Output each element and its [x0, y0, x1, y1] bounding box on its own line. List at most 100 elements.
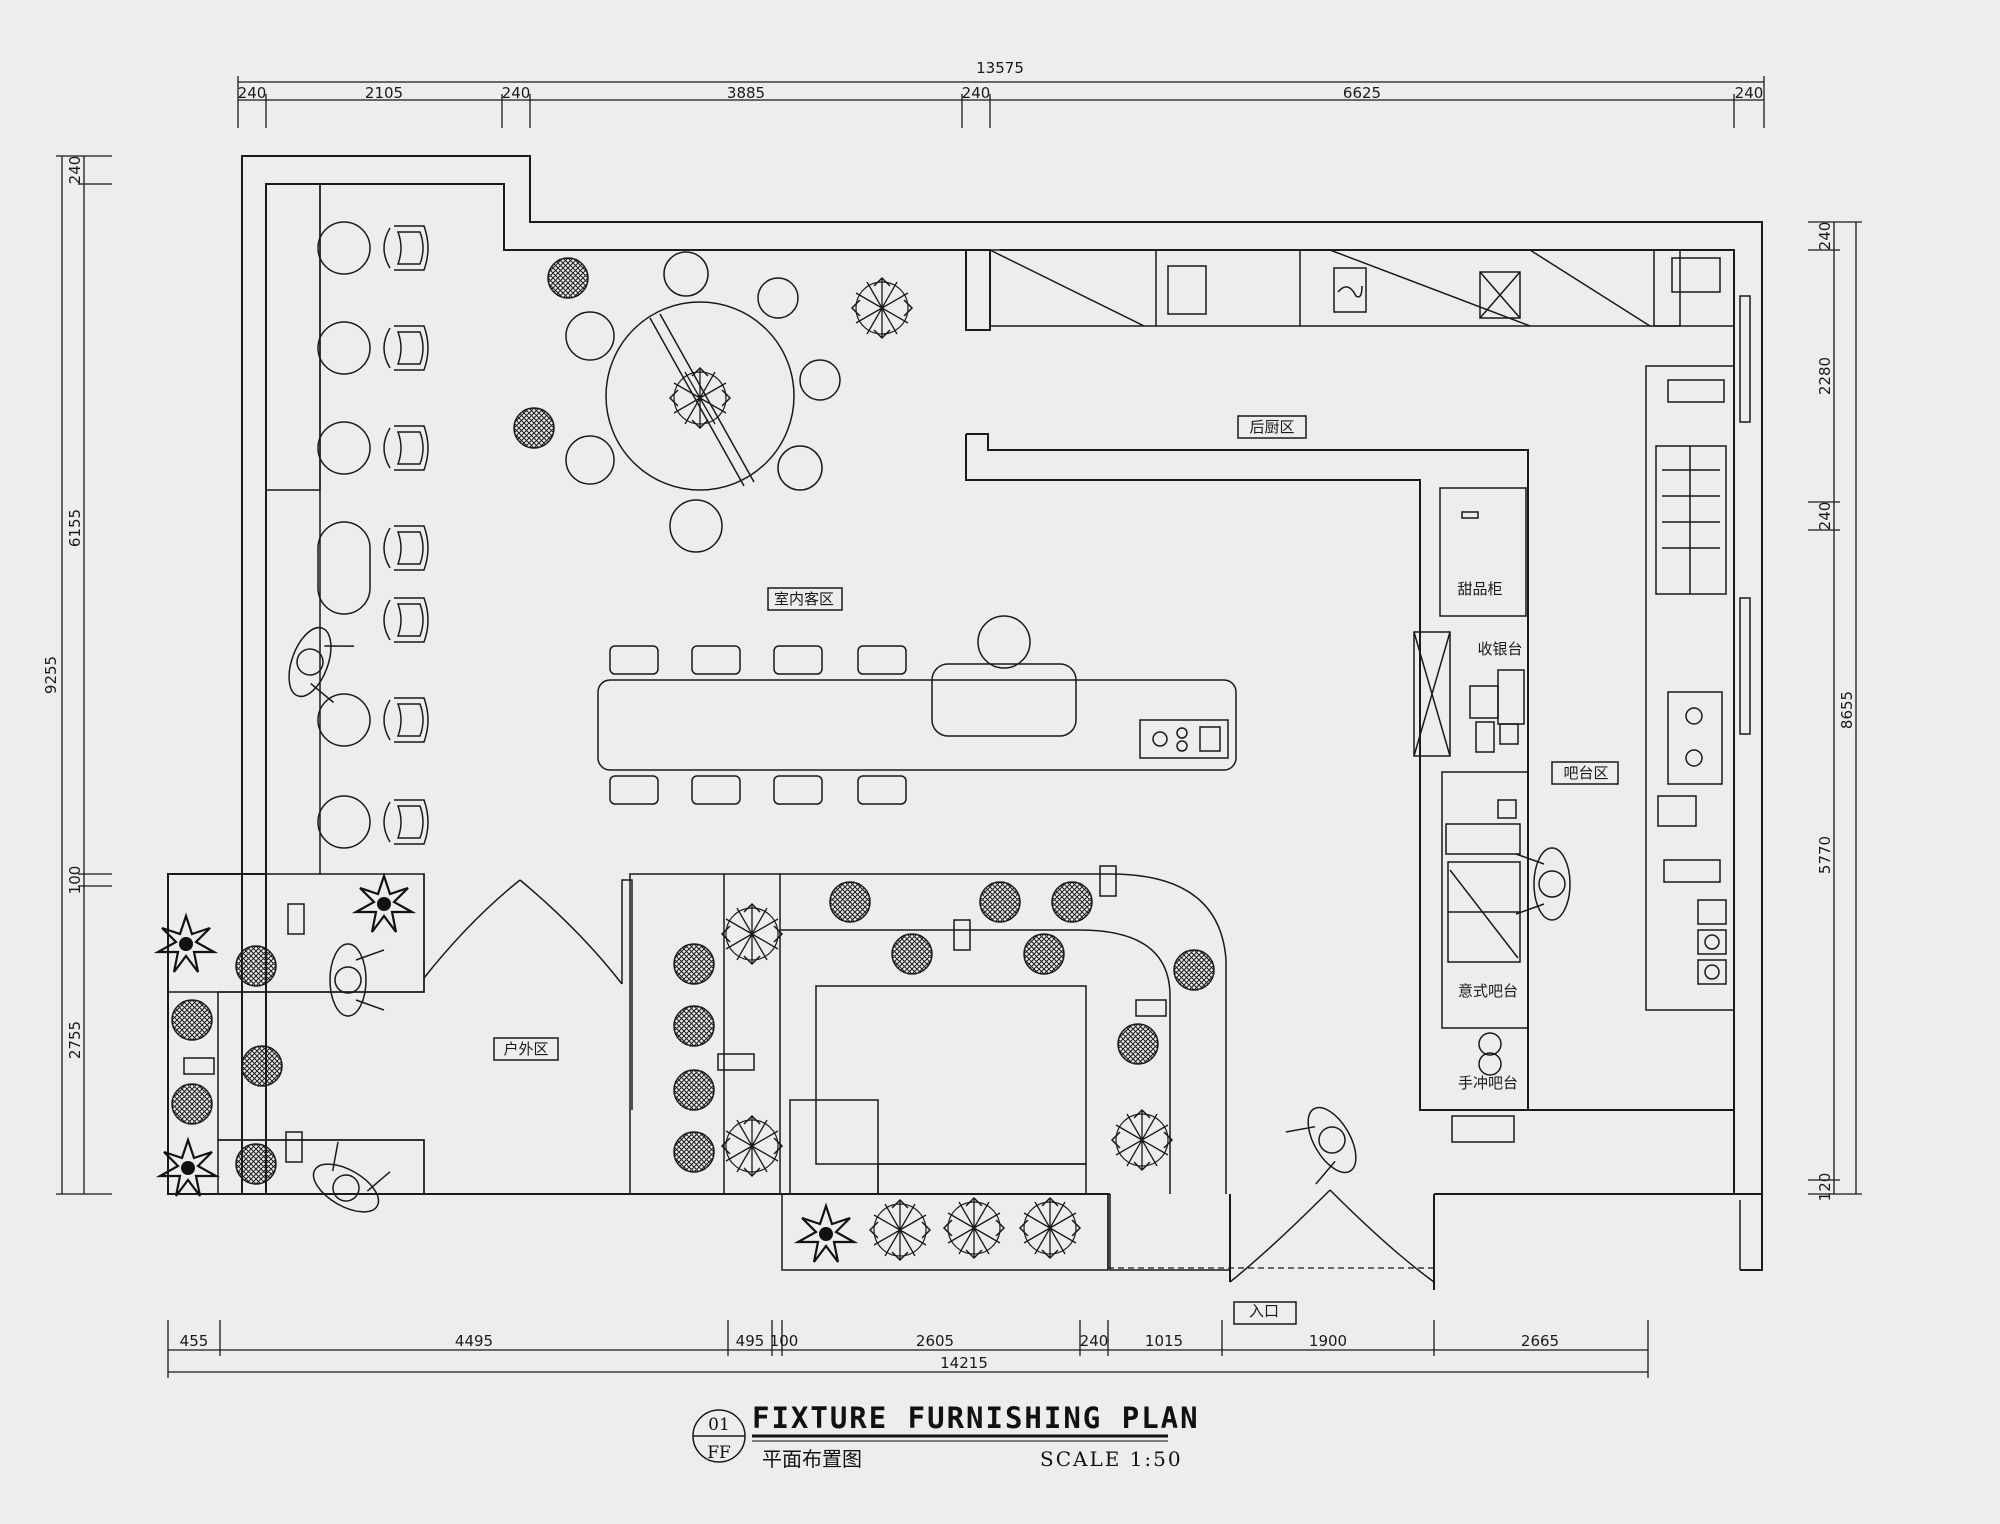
- pour-over-icon: [1478, 1052, 1502, 1076]
- stool-hatched-icon: [171, 999, 213, 1041]
- stool-hatched-icon: [673, 1005, 715, 1047]
- dim-top-2: 2105: [365, 84, 403, 102]
- potted-plant-icon: [721, 903, 783, 965]
- dim-bottom-6: 240: [1080, 1332, 1109, 1350]
- dim-left-3: 100: [66, 866, 84, 895]
- sink-icon: [1667, 379, 1725, 403]
- outdoor-booth-seating: [629, 865, 1227, 1195]
- dim-right-2: 2280: [1816, 357, 1834, 395]
- potted-plant-icon: [669, 367, 731, 429]
- dim-bottom-1: 455: [180, 1332, 209, 1350]
- stool-hatched-icon: [1023, 933, 1065, 975]
- stool-hatched-icon: [171, 1083, 213, 1125]
- outdoor-area: 户外区: [156, 873, 633, 1223]
- stool-hatched-icon: [1173, 949, 1215, 991]
- round-stool-icon: [317, 693, 371, 747]
- round-stool-icon: [777, 445, 823, 491]
- armchair-icon: [383, 225, 429, 271]
- dim-left-2: 6155: [66, 509, 84, 547]
- communal-table: 室内客区: [597, 587, 1237, 805]
- round-stool-icon: [317, 421, 371, 475]
- cash-register: [1469, 685, 1499, 719]
- stool-hatched-icon: [829, 881, 871, 923]
- stove-icon: [1697, 929, 1727, 955]
- dim-right-5: 120: [1816, 1173, 1834, 1202]
- top-dimensions: 13575 240 2105 240 3885 240 6625 240: [237, 59, 1765, 128]
- double-sink-icon: [1667, 691, 1723, 785]
- drawing-title: FIXTURE FURNISHING PLAN: [752, 1401, 1200, 1435]
- stove-icon: [1139, 719, 1229, 759]
- potted-plant-icon: [943, 1197, 1005, 1259]
- stool-hatched-icon: [979, 881, 1021, 923]
- dim-bottom-4: 100: [770, 1332, 799, 1350]
- dim-bottom-total: 14215: [940, 1354, 988, 1372]
- dim-bottom-2: 4495: [455, 1332, 493, 1350]
- long-table: [597, 679, 1237, 771]
- round-stool-icon: [757, 277, 799, 319]
- stool-hatched-icon: [235, 1143, 277, 1185]
- potted-plant-icon: [851, 277, 913, 339]
- round-stool-icon: [669, 499, 723, 553]
- bottom-dimensions: 455 4495 495 100 2605 240 1015 1900 2665…: [167, 1320, 1649, 1378]
- stool-hatched-icon: [673, 943, 715, 985]
- round-stool-icon: [317, 321, 371, 375]
- armchair-icon: [383, 597, 429, 643]
- dim-top-4: 3885: [727, 84, 765, 102]
- round-stool-icon: [317, 795, 371, 849]
- round-table-cluster: [513, 251, 913, 553]
- drawing-subtitle: 平面布置图: [762, 1447, 862, 1471]
- stool-hatched-icon: [241, 1045, 283, 1087]
- potted-plant-icon: [721, 1115, 783, 1177]
- stove-icon: [1697, 959, 1727, 985]
- dim-right-3: 240: [1816, 502, 1834, 531]
- dim-left-total: 9255: [42, 656, 60, 694]
- stove-icon: [1697, 899, 1727, 925]
- dessert-cabinet: [1439, 487, 1527, 617]
- room-label-back-kitchen: 后厨区: [1249, 418, 1294, 436]
- potted-plant-icon: [1019, 1197, 1081, 1259]
- room-label-outdoor: 户外区: [503, 1040, 548, 1058]
- dim-right-total: 8655: [1838, 691, 1856, 729]
- dim-right-4: 5770: [1816, 836, 1834, 874]
- person-icon: [280, 621, 357, 709]
- stool-hatched-icon: [547, 257, 589, 299]
- round-table: [605, 301, 795, 491]
- pour-over-icon: [1478, 1032, 1502, 1056]
- round-stool-icon: [799, 359, 841, 401]
- shrub-icon: [354, 874, 414, 934]
- equipment-box: [1333, 267, 1367, 313]
- stool-hatched-icon: [891, 933, 933, 975]
- shrub-icon: [796, 1204, 856, 1264]
- person-icon: [305, 1138, 396, 1223]
- dim-left-4: 2755: [66, 1021, 84, 1059]
- round-stool-icon: [663, 251, 709, 297]
- dim-top-6: 6625: [1343, 84, 1381, 102]
- room-label-indoor-seating: 室内客区: [774, 590, 834, 608]
- right-dimensions: 240 2280 240 5770 120 8655: [1808, 221, 1862, 1202]
- shrub-icon: [156, 914, 216, 974]
- round-stool-icon: [317, 221, 371, 275]
- left-bench-seating: [280, 221, 429, 849]
- back-kitchen-counter: 后厨区: [989, 249, 1735, 439]
- title-block: 01 FF FIXTURE FURNISHING PLAN 平面布置图 SCAL…: [692, 1401, 1200, 1471]
- person-icon: [1515, 847, 1571, 921]
- equipment-box-cross: [1479, 271, 1521, 319]
- dim-top-7: 240: [1735, 84, 1764, 102]
- label-bar-area: 吧台区: [1563, 764, 1608, 782]
- right-wall-counter: [1645, 295, 1751, 1011]
- stool-hatched-icon: [513, 407, 555, 449]
- label-pour-over-bar: 手冲吧台: [1458, 1074, 1518, 1092]
- person-icon: [1282, 1099, 1367, 1190]
- label-entrance: 入口: [1249, 1302, 1279, 1320]
- dim-bottom-3: 495: [736, 1332, 765, 1350]
- label-dessert-cabinet: 甜品柜: [1457, 580, 1502, 598]
- dim-top-3: 240: [502, 84, 531, 102]
- potted-plant-icon: [1111, 1109, 1173, 1171]
- left-dimensions: 9255 240 6155 100 2755: [42, 155, 112, 1195]
- stool-hatched-icon: [673, 1131, 715, 1173]
- person-icon: [329, 943, 385, 1017]
- dim-top-1: 240: [238, 84, 267, 102]
- dim-bottom-7: 1015: [1145, 1332, 1183, 1350]
- front-planter: [781, 1193, 1109, 1271]
